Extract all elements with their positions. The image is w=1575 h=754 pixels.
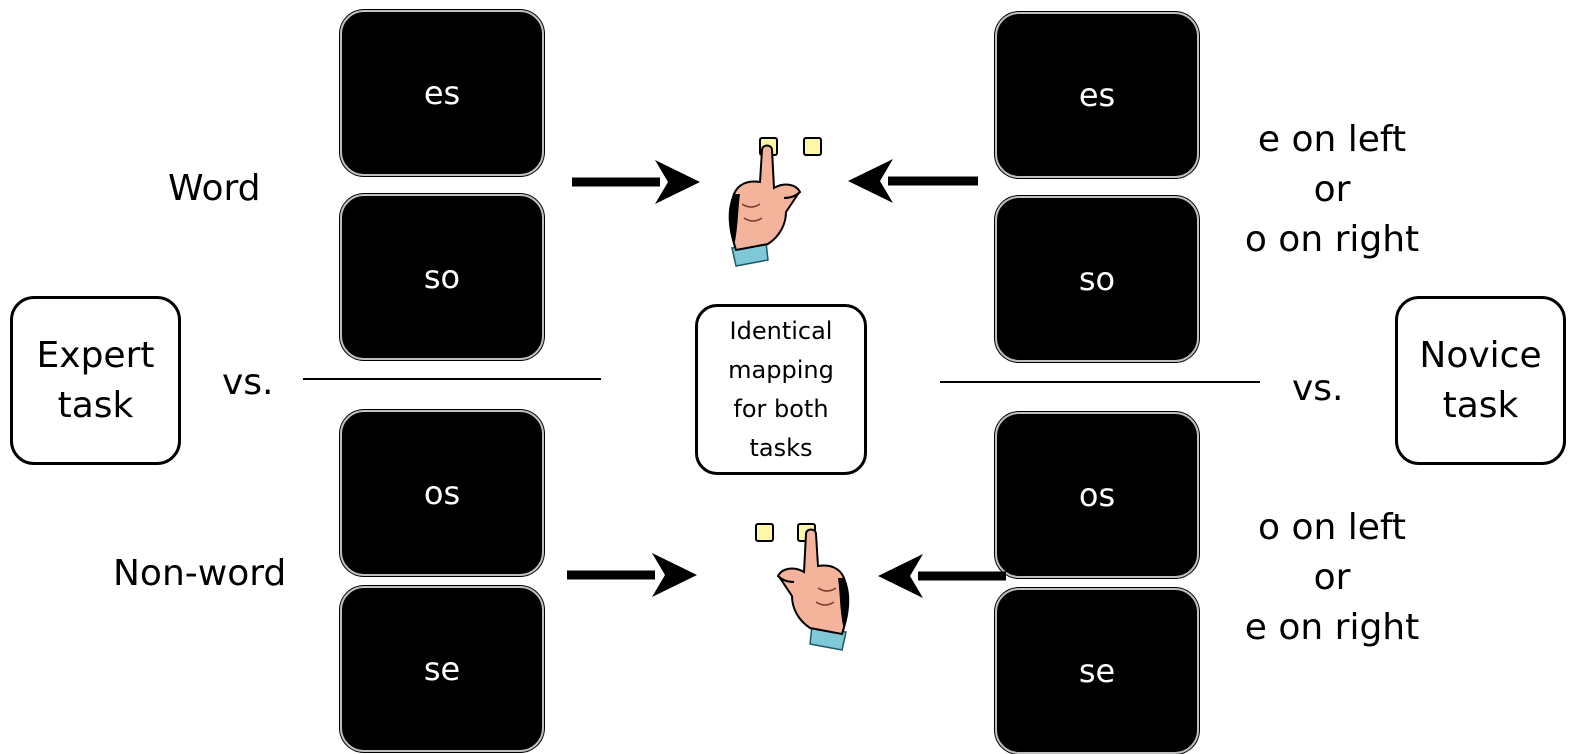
vs-label-left: vs.	[222, 362, 274, 403]
stimulus-so-left: so	[340, 194, 544, 360]
novice-task-line1: Novice	[1419, 334, 1542, 376]
nonword-row-label: Non-word	[113, 553, 287, 594]
rule-top-line1: e on left	[1257, 119, 1407, 160]
divider-left	[303, 378, 601, 380]
arrow-icon	[878, 554, 1006, 598]
expert-task-line2: task	[57, 384, 134, 426]
stimulus-os-left: os	[340, 410, 544, 576]
stimulus-es-left: es	[340, 10, 544, 176]
novice-rule-bottom: o on left or e on right	[1232, 503, 1432, 653]
rule-top-line3: o on right	[1244, 219, 1420, 260]
mapping-line-4: tasks	[749, 433, 813, 462]
novice-task-box: Novice task	[1395, 296, 1566, 465]
stimulus-se-left: se	[340, 586, 544, 752]
pointing-hand-icon	[727, 144, 801, 267]
arrow-icon	[567, 553, 697, 597]
stimulus-so-right: so	[995, 196, 1199, 362]
stimulus-text: se	[423, 650, 461, 688]
vs-label-right: vs.	[1292, 368, 1344, 409]
stimulus-os-right: os	[995, 412, 1199, 578]
arrow-icon	[848, 159, 978, 203]
divider-right	[940, 381, 1260, 383]
arrow-icon	[572, 160, 700, 204]
stimulus-text: os	[423, 474, 461, 512]
identical-mapping-box: Identical mapping for both tasks	[695, 304, 867, 475]
rule-bottom-line1: o on left	[1257, 507, 1407, 548]
stimulus-text: es	[1078, 76, 1116, 114]
expert-task-line1: Expert	[36, 334, 155, 376]
mapping-line-2: mapping	[728, 355, 834, 384]
stimulus-text: so	[423, 258, 461, 296]
rule-bottom-line3: e on right	[1244, 607, 1420, 648]
stimulus-text: os	[1078, 476, 1116, 514]
rule-bottom-line2: or	[1313, 557, 1351, 598]
stimulus-se-right: se	[995, 588, 1199, 754]
mapping-line-3: for both	[733, 394, 829, 423]
pointing-hand-icon	[777, 528, 851, 651]
stimulus-text: es	[423, 74, 461, 112]
rule-top-line2: or	[1313, 169, 1351, 210]
stimulus-text: so	[1078, 260, 1116, 298]
stimulus-text: se	[1078, 652, 1116, 690]
mapping-line-1: Identical	[729, 316, 833, 345]
novice-rule-top: e on left or o on right	[1232, 115, 1432, 265]
response-key-icon	[755, 523, 774, 542]
expert-task-box: Expert task	[10, 296, 181, 465]
response-key-icon	[803, 137, 822, 156]
word-row-label: Word	[168, 168, 261, 209]
novice-task-line2: task	[1442, 384, 1519, 426]
stimulus-es-right: es	[995, 12, 1199, 178]
